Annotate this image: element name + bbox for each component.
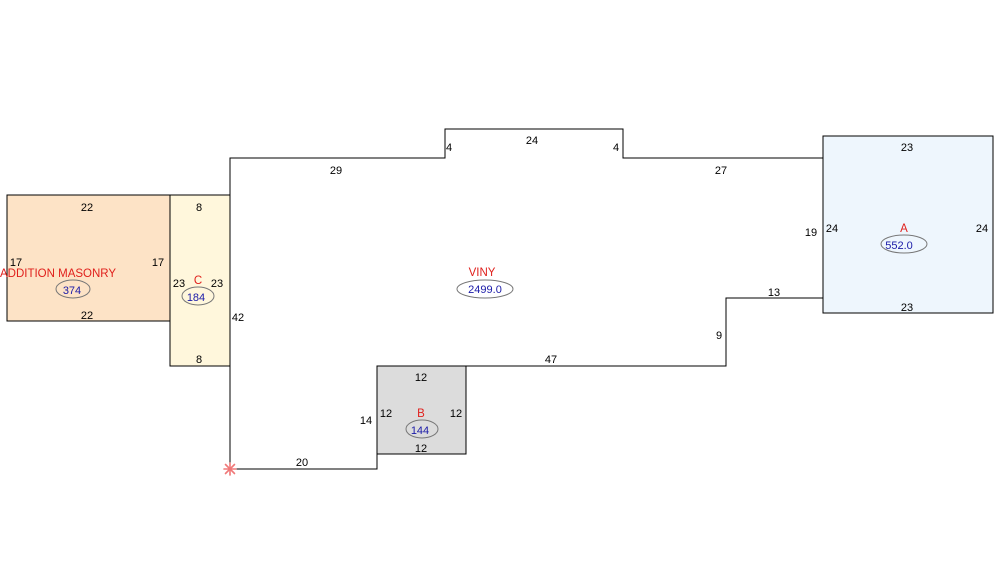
origin-marker-icon — [223, 462, 237, 476]
section-c-dim-bottom: 8 — [196, 354, 202, 366]
section-b-area-value: 144 — [411, 425, 429, 437]
section-c-area-ellipse — [181, 286, 215, 306]
main-dim-top-left: 29 — [330, 165, 342, 177]
section-a-dim-bottom: 23 — [901, 302, 913, 314]
section-b-dim-bottom: 12 — [415, 443, 427, 455]
section-a-dim-top: 23 — [901, 142, 913, 154]
main-dim-bump-left: 4 — [446, 142, 452, 154]
addition-dim-right: 17 — [152, 257, 164, 269]
main-dim-bottom-left: 20 — [296, 457, 308, 469]
section-b-dim-right: 12 — [450, 408, 462, 420]
addition-label: ADDITION MASONRY — [0, 268, 116, 280]
section-c-area[interactable] — [169, 194, 231, 367]
section-c-dim-right: 23 — [211, 278, 223, 290]
addition-dim-left: 17 — [10, 257, 22, 269]
main-dim-bottom-mid: 47 — [545, 354, 557, 366]
main-dim-right-drop: 9 — [716, 330, 722, 342]
addition-area-value: 374 — [63, 285, 81, 297]
section-c-label: C — [194, 275, 202, 287]
addition-dim-top: 22 — [81, 202, 93, 214]
section-b-area[interactable] — [376, 365, 467, 455]
main-dim-bump-right: 4 — [613, 142, 619, 154]
main-dim-right-side: 19 — [805, 227, 817, 239]
section-b-label: B — [417, 408, 425, 420]
main-dim-top-right: 27 — [715, 165, 727, 177]
section-b-dim-left: 12 — [380, 408, 392, 420]
section-b-dim-top: 12 — [415, 372, 427, 384]
section-a-area[interactable] — [822, 135, 994, 314]
main-area-ellipse — [456, 279, 514, 299]
main-dim-notch-side: 14 — [360, 415, 372, 427]
addition-masonry-area[interactable] — [6, 194, 171, 322]
section-a-label: A — [900, 223, 908, 235]
main-area-value: 2499.0 — [468, 284, 502, 296]
section-a-dim-right: 24 — [976, 223, 988, 235]
addition-area-ellipse — [55, 279, 91, 299]
addition-dim-bottom: 22 — [81, 310, 93, 322]
main-label: VINY — [469, 267, 496, 279]
section-a-dim-left: 24 — [826, 223, 838, 235]
section-c-area-value: 184 — [187, 292, 205, 304]
section-a-area-value: 552.0 — [885, 240, 913, 252]
section-a-area-ellipse — [880, 234, 928, 254]
main-dim-right-step: 13 — [768, 287, 780, 299]
section-c-dim-top: 8 — [196, 202, 202, 214]
main-dim-left-side: 42 — [232, 312, 244, 324]
main-dim-bump-top: 24 — [526, 135, 538, 147]
section-b-area-ellipse — [405, 419, 439, 439]
section-c-dim-left: 23 — [173, 278, 185, 290]
main-outline[interactable] — [229, 128, 824, 470]
